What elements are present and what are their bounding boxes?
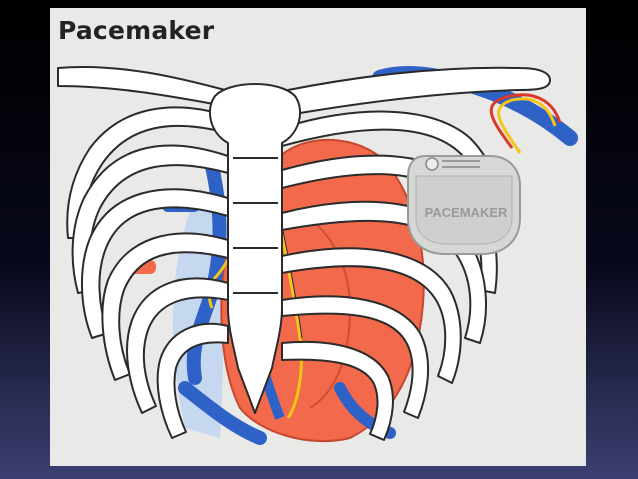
ribcage-illustration: [57, 66, 551, 441]
slide-title: Pacemaker: [58, 16, 215, 45]
pacemaker-diagram: PACEMAKER: [57, 65, 578, 445]
slide: Pacemaker: [50, 8, 586, 466]
pacemaker-device: PACEMAKER: [407, 155, 521, 255]
device-label: PACEMAKER: [425, 205, 508, 220]
